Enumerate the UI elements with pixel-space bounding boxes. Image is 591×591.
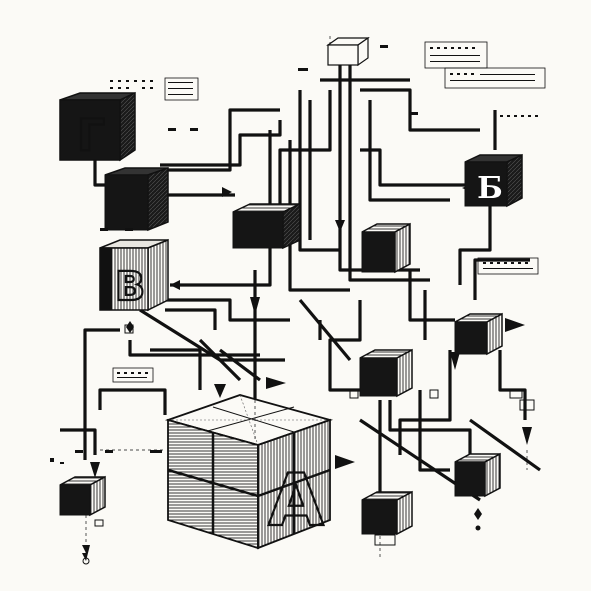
legend-panel-top-left — [110, 77, 199, 101]
block-a: А — [164, 394, 334, 550]
block-b-letter: Б — [477, 171, 503, 206]
dark-cube-3 — [361, 222, 411, 274]
legend-panel-mid-right — [477, 257, 539, 275]
annotation-marks — [50, 45, 535, 565]
block-g-letter: Г — [77, 110, 105, 161]
cube-right-mid — [454, 312, 503, 356]
guide-lines — [85, 36, 528, 560]
legend-panel-left — [112, 367, 154, 383]
dark-cube-1 — [104, 166, 169, 232]
block-a-letter: А — [268, 458, 324, 542]
block-b-soft: Б — [464, 153, 523, 208]
block-v: В — [99, 238, 169, 312]
cube-bottom-center — [361, 490, 413, 536]
dark-cube-2 — [232, 202, 301, 250]
cube-bottom-right — [454, 452, 501, 498]
block-v-letter: В — [115, 264, 146, 310]
legend-panel-top-right — [424, 41, 546, 117]
block-g: Г — [59, 91, 136, 162]
cube-bottom-left — [59, 475, 106, 517]
cube-top-outline — [326, 36, 370, 67]
cube-center-low — [359, 348, 413, 398]
